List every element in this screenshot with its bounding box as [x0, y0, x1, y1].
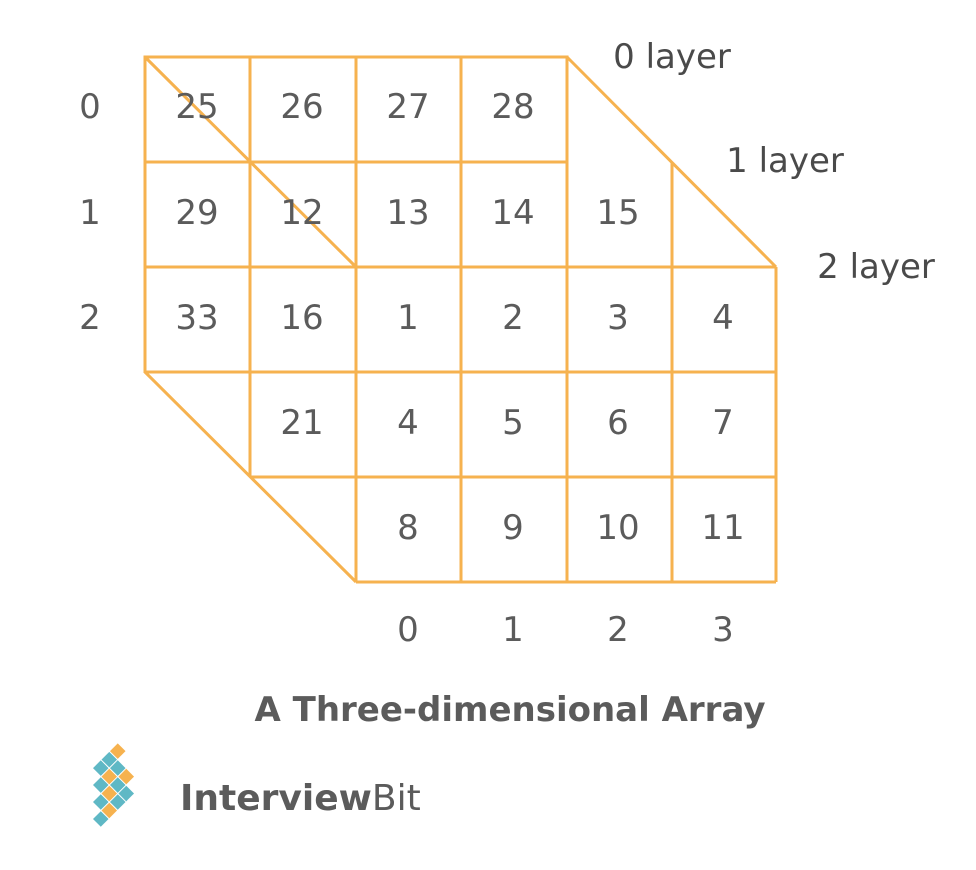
row-label: 2	[79, 298, 101, 338]
layer-label: 0 layer	[613, 37, 731, 77]
cell-value: 27	[386, 87, 429, 127]
grid-lines	[143, 55, 778, 584]
diagram-caption: A Three-dimensional Array	[254, 690, 765, 730]
cell-value: 2	[502, 298, 524, 338]
cell-value: 25	[175, 87, 218, 127]
depth-diagonal	[565, 55, 778, 269]
brand-name: InterviewBit	[180, 778, 421, 819]
cell-value: 21	[280, 403, 323, 443]
cell-value: 5	[502, 403, 524, 443]
cell-value: 13	[386, 193, 429, 233]
row-label: 1	[79, 193, 101, 233]
cell-value: 4	[397, 403, 419, 443]
layer-label: 2 layer	[817, 247, 935, 287]
brand-name-part1: Interview	[180, 778, 372, 819]
cell-value: 11	[701, 508, 744, 548]
column-label: 2	[607, 610, 629, 650]
interviewbit-diamond-logo-icon	[93, 743, 135, 827]
cell-value: 15	[596, 193, 639, 233]
cell-value: 1	[397, 298, 419, 338]
cell-value: 7	[712, 403, 734, 443]
cell-value: 4	[712, 298, 734, 338]
depth-diagonal	[143, 55, 358, 269]
cell-value: 28	[491, 87, 534, 127]
column-label: 0	[397, 610, 419, 650]
cell-value: 3	[607, 298, 629, 338]
cell-value: 8	[397, 508, 419, 548]
cell-value: 16	[280, 298, 323, 338]
cell-value: 14	[491, 193, 534, 233]
cell-value: 29	[175, 193, 218, 233]
column-label: 1	[502, 610, 524, 650]
cell-value: 9	[502, 508, 524, 548]
cell-value: 26	[280, 87, 323, 127]
cell-value: 33	[175, 298, 218, 338]
row-label: 0	[79, 87, 101, 127]
cell-value: 12	[280, 193, 323, 233]
cell-value: 6	[607, 403, 629, 443]
column-label: 3	[712, 610, 734, 650]
layer-label: 1 layer	[726, 141, 844, 181]
cell-value: 10	[596, 508, 639, 548]
depth-diagonal	[143, 370, 358, 584]
brand-name-part2: Bit	[372, 778, 421, 819]
